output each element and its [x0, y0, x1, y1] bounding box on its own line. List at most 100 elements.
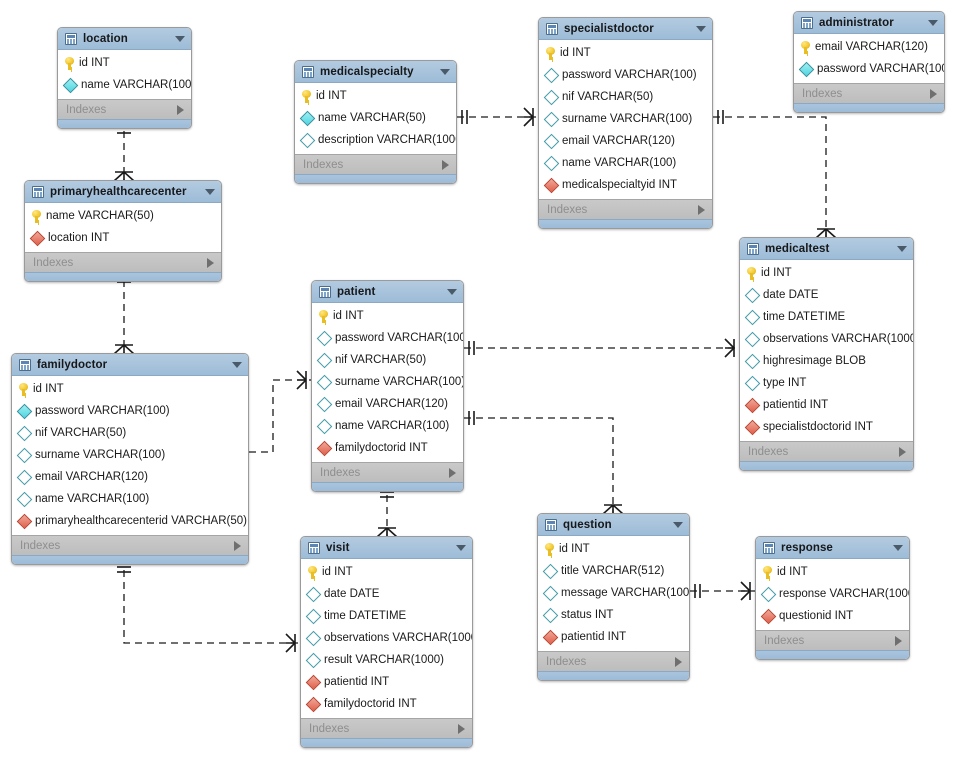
chevron-down-icon[interactable] — [673, 521, 683, 528]
column-row[interactable]: password VARCHAR(100) — [312, 327, 463, 349]
table-header-question[interactable]: question — [538, 514, 689, 536]
column-row[interactable]: email VARCHAR(120) — [794, 36, 944, 58]
table-header-patient[interactable]: patient — [312, 281, 463, 303]
column-row[interactable]: patientid INT — [740, 394, 913, 416]
column-row[interactable]: observations VARCHAR(1000) — [740, 328, 913, 350]
indexes-section-medicalspecialty[interactable]: Indexes — [295, 154, 456, 174]
chevron-down-icon[interactable] — [440, 68, 450, 75]
chevron-down-icon[interactable] — [897, 245, 907, 252]
column-row[interactable]: name VARCHAR(100) — [12, 488, 248, 510]
table-header-response[interactable]: response — [756, 537, 909, 559]
table-header-medicaltest[interactable]: medicaltest — [740, 238, 913, 260]
column-row[interactable]: title VARCHAR(512) — [538, 560, 689, 582]
chevron-right-icon[interactable] — [895, 635, 902, 646]
chevron-right-icon[interactable] — [899, 446, 906, 457]
column-row[interactable]: id INT — [539, 42, 712, 64]
indexes-section-administrator[interactable]: Indexes — [794, 83, 944, 103]
indexes-section-question[interactable]: Indexes — [538, 651, 689, 671]
indexes-section-familydoctor[interactable]: Indexes — [12, 535, 248, 555]
column-row[interactable]: surname VARCHAR(100) — [539, 108, 712, 130]
chevron-right-icon[interactable] — [207, 257, 214, 268]
column-row[interactable]: nif VARCHAR(50) — [12, 422, 248, 444]
column-row[interactable]: name VARCHAR(100) — [58, 74, 191, 96]
column-row[interactable]: nif VARCHAR(50) — [539, 86, 712, 108]
chevron-right-icon[interactable] — [458, 723, 465, 734]
column-row[interactable]: id INT — [312, 305, 463, 327]
column-row[interactable]: id INT — [58, 52, 191, 74]
column-row[interactable]: name VARCHAR(50) — [295, 107, 456, 129]
table-header-primaryhealthcarecenter[interactable]: primaryhealthcarecenter — [25, 181, 221, 203]
column-row[interactable]: location INT — [25, 227, 221, 249]
column-row[interactable]: id INT — [756, 561, 909, 583]
column-row[interactable]: time DATETIME — [740, 306, 913, 328]
column-row[interactable]: primaryhealthcarecenterid VARCHAR(50) — [12, 510, 248, 532]
column-row[interactable]: nif VARCHAR(50) — [312, 349, 463, 371]
column-row[interactable]: familydoctorid INT — [301, 693, 472, 715]
column-row[interactable]: type INT — [740, 372, 913, 394]
column-row[interactable]: time DATETIME — [301, 605, 472, 627]
column-row[interactable]: observations VARCHAR(1000) — [301, 627, 472, 649]
chevron-down-icon[interactable] — [447, 288, 457, 295]
column-row[interactable]: password VARCHAR(100) — [12, 400, 248, 422]
chevron-down-icon[interactable] — [175, 35, 185, 42]
chevron-right-icon[interactable] — [442, 159, 449, 170]
indexes-section-visit[interactable]: Indexes — [301, 718, 472, 738]
column-row[interactable]: name VARCHAR(100) — [312, 415, 463, 437]
column-row[interactable]: date DATE — [740, 284, 913, 306]
chevron-right-icon[interactable] — [675, 656, 682, 667]
column-row[interactable]: message VARCHAR(1000) — [538, 582, 689, 604]
column-row[interactable]: response VARCHAR(1000) — [756, 583, 909, 605]
indexes-section-primaryhealthcarecenter[interactable]: Indexes — [25, 252, 221, 272]
chevron-down-icon[interactable] — [232, 361, 242, 368]
column-row[interactable]: description VARCHAR(1000) — [295, 129, 456, 151]
column-row[interactable]: id INT — [301, 561, 472, 583]
table-header-location[interactable]: location — [58, 28, 191, 50]
column-row[interactable]: password VARCHAR(100) — [539, 64, 712, 86]
column-row[interactable]: password VARCHAR(100) — [794, 58, 944, 80]
chevron-down-icon[interactable] — [456, 544, 466, 551]
chevron-right-icon[interactable] — [698, 204, 705, 215]
column-row[interactable]: familydoctorid INT — [312, 437, 463, 459]
chevron-down-icon[interactable] — [696, 25, 706, 32]
table-header-visit[interactable]: visit — [301, 537, 472, 559]
column-row[interactable]: email VARCHAR(120) — [312, 393, 463, 415]
chevron-down-icon[interactable] — [893, 544, 903, 551]
chevron-right-icon[interactable] — [930, 88, 937, 99]
indexes-section-response[interactable]: Indexes — [756, 630, 909, 650]
column-row[interactable]: patientid INT — [538, 626, 689, 648]
chevron-down-icon[interactable] — [928, 19, 938, 26]
chevron-right-icon[interactable] — [449, 467, 456, 478]
indexes-section-specialistdoctor[interactable]: Indexes — [539, 199, 712, 219]
column-row[interactable]: status INT — [538, 604, 689, 626]
column-row[interactable]: id INT — [12, 378, 248, 400]
column-row[interactable]: email VARCHAR(120) — [539, 130, 712, 152]
table-header-specialistdoctor[interactable]: specialistdoctor — [539, 18, 712, 40]
column-row[interactable]: id INT — [295, 85, 456, 107]
column-row[interactable]: name VARCHAR(100) — [539, 152, 712, 174]
column-row[interactable]: date DATE — [301, 583, 472, 605]
indexes-section-location[interactable]: Indexes — [58, 99, 191, 119]
column-row[interactable]: email VARCHAR(120) — [12, 466, 248, 488]
column-row[interactable]: patientid INT — [301, 671, 472, 693]
table-header-administrator[interactable]: administrator — [794, 12, 944, 34]
column-row[interactable]: id INT — [538, 538, 689, 560]
column-row[interactable]: surname VARCHAR(100) — [12, 444, 248, 466]
chevron-right-icon[interactable] — [234, 540, 241, 551]
column-row[interactable]: surname VARCHAR(100) — [312, 371, 463, 393]
column-row[interactable]: highresimage BLOB — [740, 350, 913, 372]
column-row[interactable]: specialistdoctorid INT — [740, 416, 913, 438]
column-row[interactable]: id INT — [740, 262, 913, 284]
table-header-medicalspecialty[interactable]: medicalspecialty — [295, 61, 456, 83]
column-row[interactable]: result VARCHAR(1000) — [301, 649, 472, 671]
column-row[interactable]: questionid INT — [756, 605, 909, 627]
